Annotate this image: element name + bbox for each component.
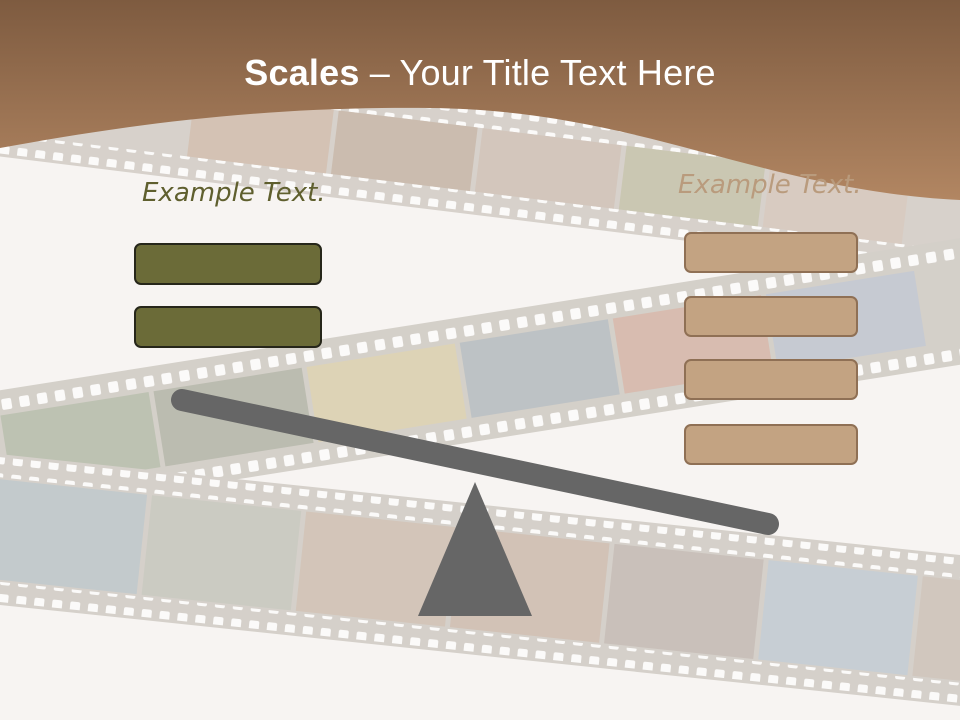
left-box-1: [134, 243, 322, 285]
scale-fulcrum: [418, 482, 532, 616]
header-band: [0, 0, 960, 200]
right-box-2: [684, 296, 858, 337]
scale-beam: [171, 389, 779, 535]
title-rest: – Your Title Text Here: [359, 52, 716, 93]
left-example-text: Example Text.: [142, 178, 326, 208]
title-bold: Scales: [244, 52, 360, 93]
right-example-text: Example Text.: [678, 170, 862, 200]
slide-title: Scales – Your Title Text Here: [0, 52, 960, 94]
right-box-3: [684, 359, 858, 400]
left-box-2: [134, 306, 322, 348]
right-box-1: [684, 232, 858, 273]
right-box-4: [684, 424, 858, 465]
